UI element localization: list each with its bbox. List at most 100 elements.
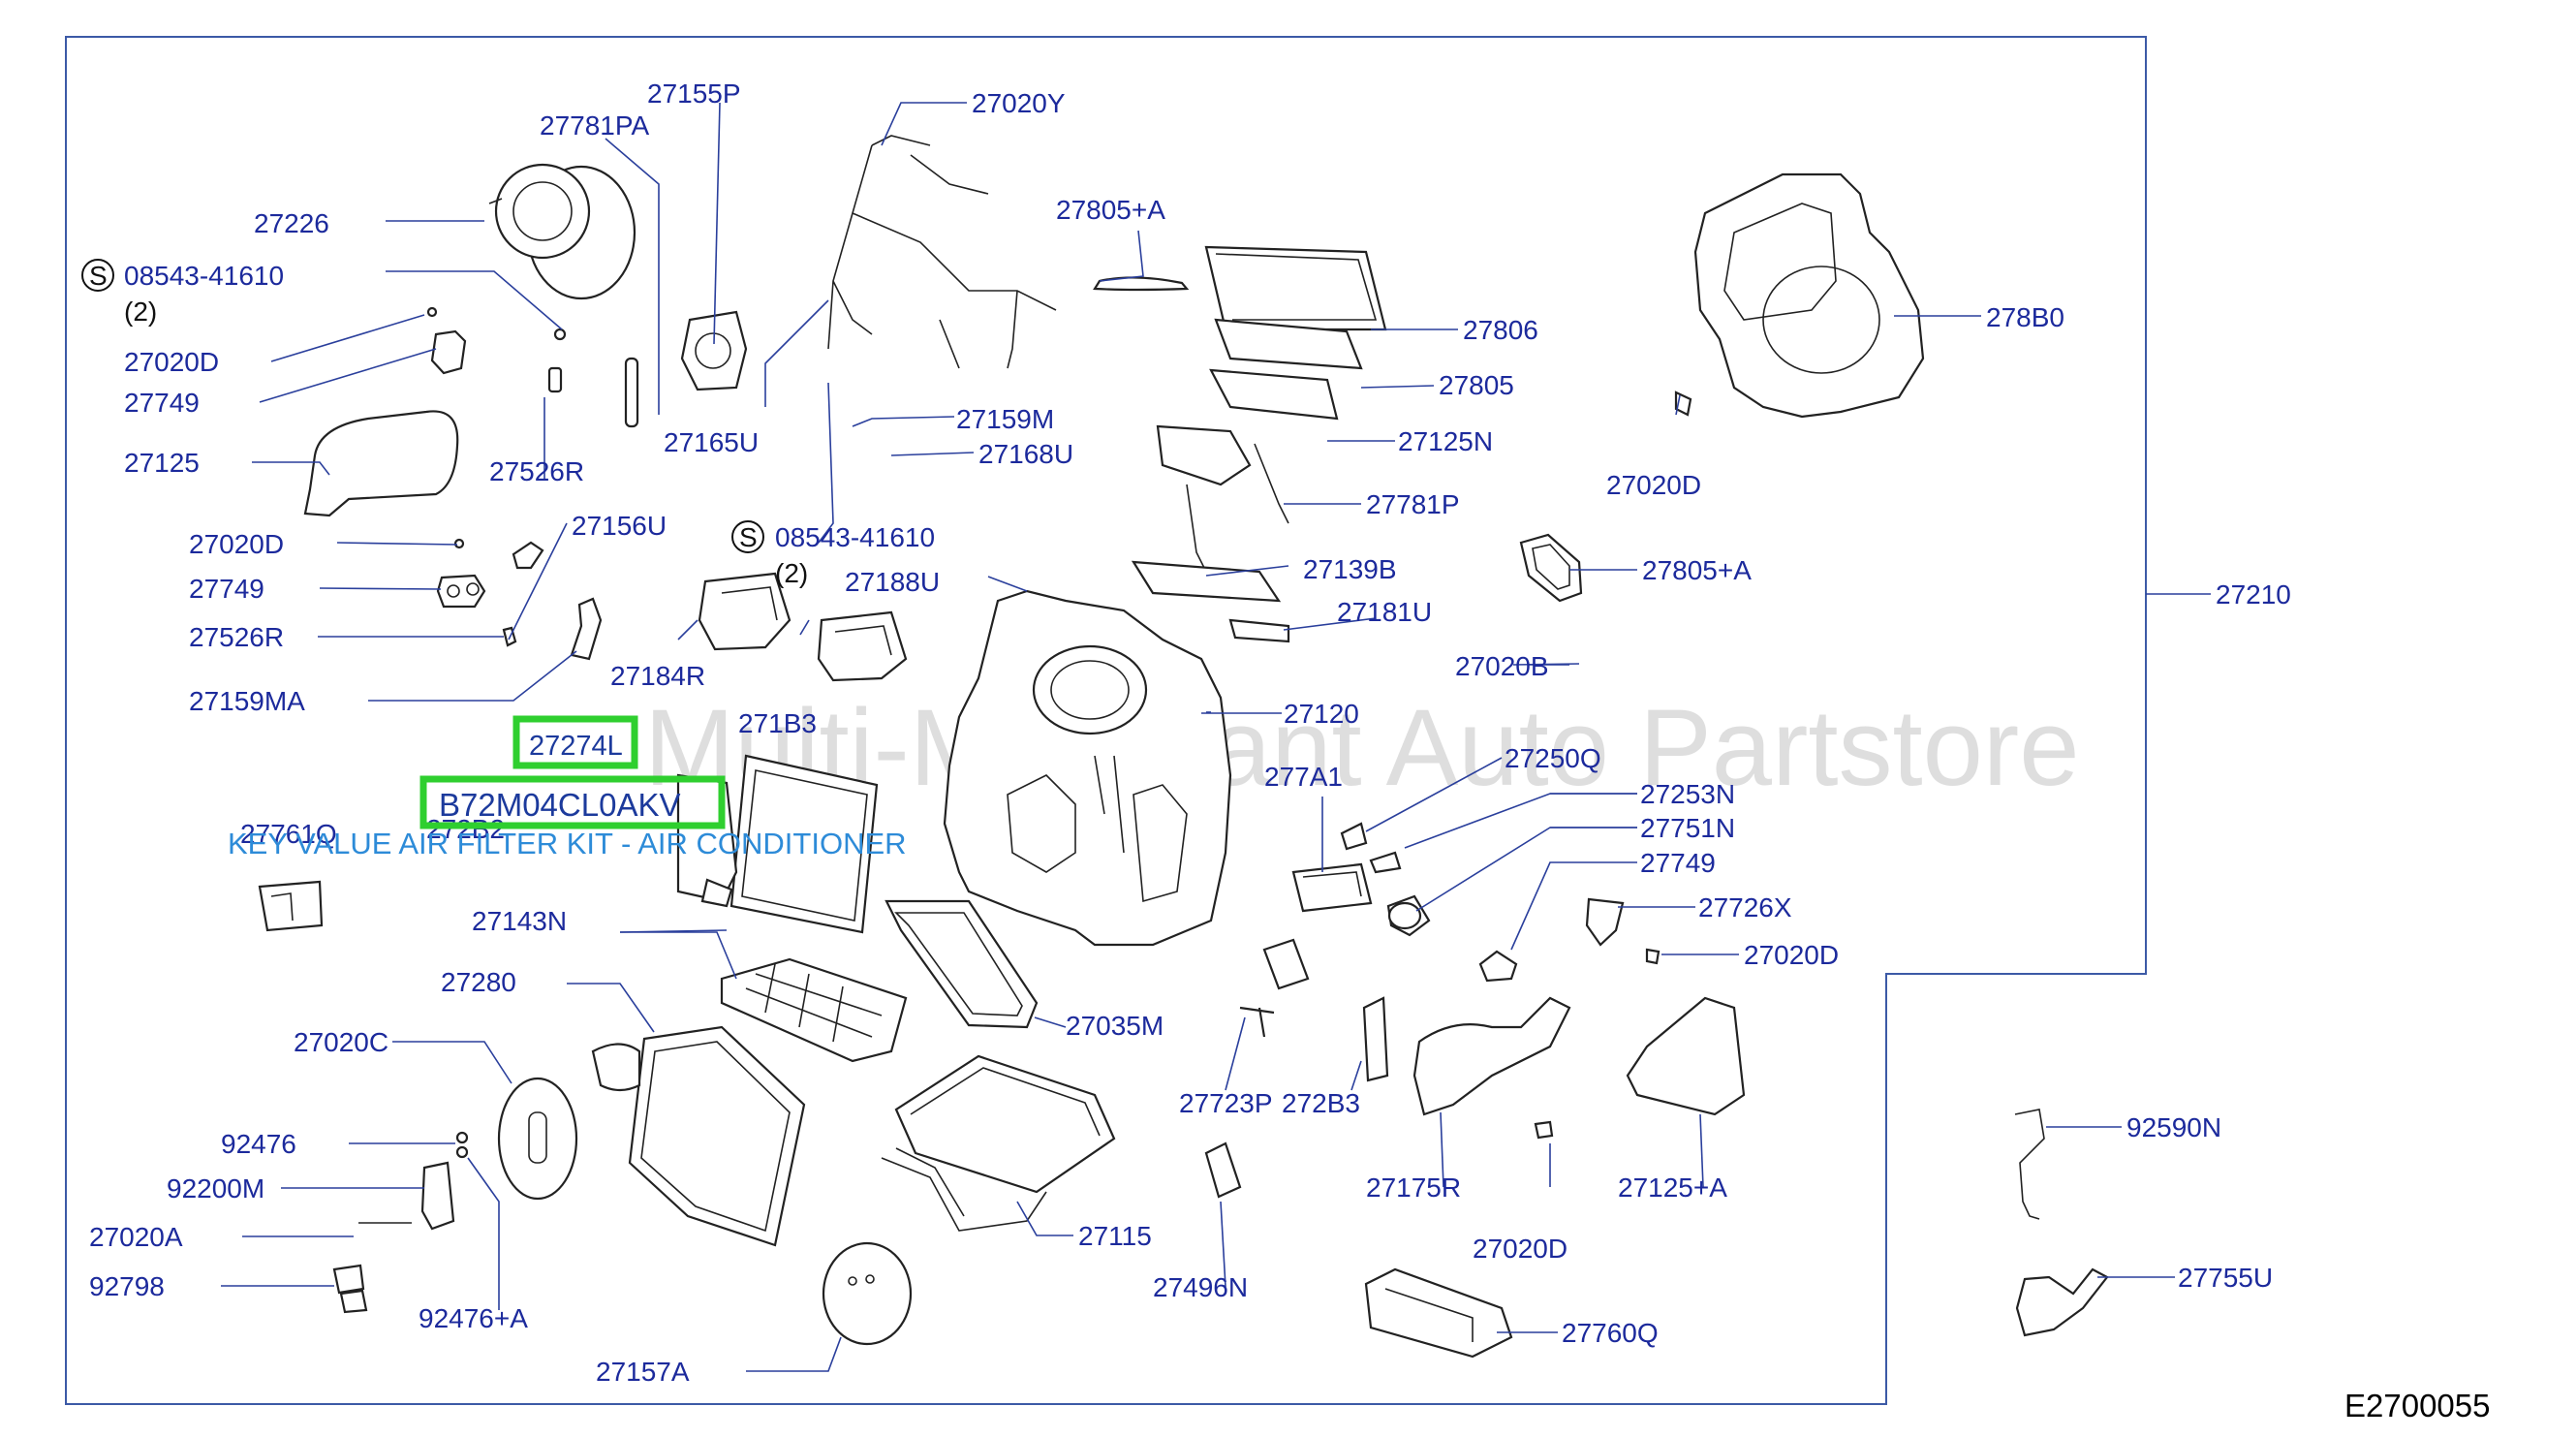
- part-label[interactable]: 27020D: [1606, 470, 1701, 500]
- heater-unit-27120-drawing: [943, 589, 1232, 947]
- part-label[interactable]: 92200M: [167, 1173, 264, 1204]
- part-label[interactable]: 27020A: [89, 1222, 183, 1252]
- svg-text:S: S: [89, 261, 108, 291]
- grid-27143n-drawing: [720, 957, 908, 1063]
- part-label[interactable]: 27020D: [1473, 1234, 1567, 1264]
- bracket-27755u-drawing: [2015, 1267, 2109, 1337]
- filter-frames-drawing: [1131, 245, 1387, 643]
- part-label[interactable]: 27156U: [572, 511, 667, 541]
- part-label[interactable]: 27761Q: [240, 819, 337, 849]
- part-label[interactable]: 278B0: [1986, 302, 2064, 332]
- seal-27020c-drawing: [497, 1077, 578, 1201]
- part-label[interactable]: 27125N: [1398, 426, 1493, 456]
- part-label[interactable]: 27723P: [1179, 1088, 1273, 1118]
- part-label[interactable]: 27020Y: [972, 88, 1066, 118]
- part-label[interactable]: 27139B: [1303, 554, 1397, 584]
- highlight-box-sku: [419, 775, 726, 829]
- leader-lines: [221, 102, 2175, 1372]
- part-label[interactable]: 27781P: [1366, 489, 1460, 519]
- part-label[interactable]: 27805+A: [1642, 555, 1752, 585]
- part-label[interactable]: 08543-41610: [775, 522, 935, 552]
- part-label[interactable]: 27020C: [294, 1027, 388, 1057]
- part-label[interactable]: 27805+A: [1056, 195, 1165, 225]
- part-label[interactable]: 27155P: [647, 78, 741, 109]
- part-label[interactable]: 27125+A: [1618, 1172, 1727, 1203]
- part-label[interactable]: 08543-41610: [124, 261, 284, 291]
- blower-motor-drawing: [488, 163, 636, 300]
- part-label[interactable]: 27496N: [1153, 1272, 1248, 1302]
- part-label[interactable]: 27526R: [189, 622, 284, 652]
- connector-27761q-drawing: [258, 880, 324, 932]
- misc-small-parts-drawing: [1204, 822, 1746, 1359]
- cap-27157a-drawing: [822, 1241, 913, 1346]
- part-label[interactable]: 27226: [254, 208, 329, 238]
- part-label[interactable]: 27143N: [472, 906, 567, 936]
- part-label[interactable]: 272B3: [1282, 1088, 1360, 1118]
- screw-symbol-2: S: [731, 520, 764, 553]
- highlight-sku: B72M04CL0AKV: [439, 787, 680, 823]
- part-label[interactable]: 27020D: [1744, 940, 1839, 970]
- part-label[interactable]: 27120: [1284, 699, 1359, 729]
- diagram-frame: [65, 36, 2147, 1405]
- part-label[interactable]: 27115: [1078, 1221, 1152, 1251]
- part-label: (2): [124, 297, 157, 327]
- part-label[interactable]: 27175R: [1366, 1172, 1461, 1203]
- part-label[interactable]: 271B3: [738, 708, 817, 738]
- part-label[interactable]: 92798: [89, 1271, 165, 1301]
- part-label[interactable]: 27159MA: [189, 686, 305, 716]
- heater-core-27115-drawing: [881, 1054, 1116, 1232]
- part-label[interactable]: 27749: [124, 388, 200, 418]
- part-label[interactable]: 92590N: [2126, 1112, 2221, 1142]
- part-label[interactable]: 27188U: [845, 567, 940, 597]
- part-label[interactable]: 27755U: [2178, 1263, 2273, 1293]
- part-label: (2): [775, 558, 808, 588]
- part-label[interactable]: 27035M: [1066, 1011, 1164, 1041]
- blower-case-278b0-drawing: [1674, 172, 1925, 419]
- part-label[interactable]: 27250Q: [1505, 743, 1601, 773]
- highlight-box-part: [512, 715, 638, 769]
- part-label[interactable]: 27751N: [1640, 813, 1735, 843]
- part-label[interactable]: 92476: [221, 1129, 296, 1159]
- evaporator-27280-drawing: [591, 1025, 806, 1247]
- seal-ring-27805a-drawing: [1519, 533, 1583, 603]
- actuator-27165u-drawing: [680, 310, 748, 391]
- screw-symbol-1: S: [81, 259, 114, 292]
- frame-27035m-drawing: [885, 899, 1039, 1029]
- selected-part-highlight[interactable]: 27274L B72M04CL0AKV KEY VALUE AIR FILTER…: [228, 715, 907, 860]
- part-label[interactable]: 27020D: [189, 529, 284, 559]
- highlight-description: KEY VALUE AIR FILTER KIT - AIR CONDITION…: [228, 827, 907, 860]
- part-label[interactable]: 27020B: [1455, 651, 1549, 681]
- part-label[interactable]: 27805: [1439, 370, 1514, 400]
- part-label[interactable]: 27157A: [596, 1357, 690, 1387]
- svg-text:S: S: [739, 522, 758, 552]
- duct-27125-drawing: [303, 410, 459, 517]
- part-label[interactable]: 27726X: [1698, 892, 1792, 922]
- part-label[interactable]: 27168U: [978, 439, 1073, 469]
- harness-27020y-drawing: [827, 135, 1057, 369]
- diffusers-drawing: [698, 572, 908, 682]
- tube-92590n-drawing: [2014, 1109, 2045, 1220]
- part-label[interactable]: 27184R: [610, 661, 705, 691]
- part-label[interactable]: 27760Q: [1562, 1318, 1659, 1348]
- part-label[interactable]: 27806: [1463, 315, 1538, 345]
- watermark: Multi-Merchant Auto Partstore: [644, 687, 2079, 808]
- part-label[interactable]: 27749: [189, 574, 264, 604]
- part-label[interactable]: 27210: [2216, 579, 2291, 610]
- highlight-part-number: 27274L: [529, 731, 623, 762]
- part-label[interactable]: 92476+A: [419, 1303, 528, 1333]
- part-label[interactable]: 27125: [124, 448, 200, 478]
- part-label[interactable]: 277A1: [1264, 762, 1343, 792]
- bottom-left-fasteners: [332, 1131, 469, 1314]
- part-labels: 27155P 27781PA 27020Y 27226 08543-41610 …: [89, 78, 2291, 1387]
- part-label[interactable]: 27749: [1640, 848, 1716, 878]
- part-label[interactable]: 27020D: [124, 347, 219, 377]
- part-label[interactable]: 27280: [441, 967, 516, 997]
- part-label[interactable]: 27159M: [956, 404, 1054, 434]
- part-label[interactable]: 27781PA: [540, 110, 649, 141]
- part-label[interactable]: 27526R: [489, 456, 584, 486]
- part-label[interactable]: 27253N: [1640, 779, 1735, 809]
- part-label[interactable]: 27181U: [1337, 597, 1432, 627]
- part-label[interactable]: 27165U: [664, 427, 759, 457]
